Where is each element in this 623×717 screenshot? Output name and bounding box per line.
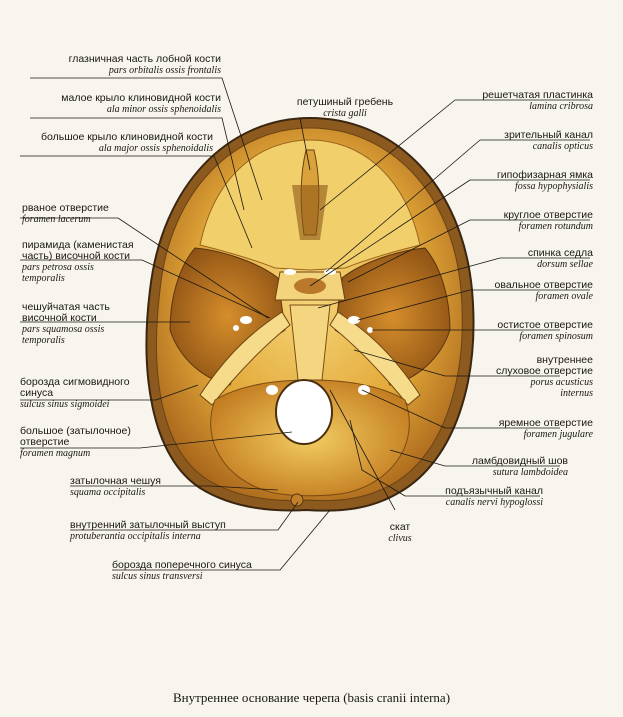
foramen-magnum-shape	[275, 379, 333, 445]
label-foramen-magnum: большое (затылочное)отверстие foramen ma…	[20, 425, 131, 460]
figure-caption: Внутреннее основание черепа (basis crani…	[172, 690, 451, 705]
foramen-spinosum-right-shape	[367, 327, 373, 333]
middle-fossa-right	[334, 247, 451, 386]
cribriform-plate	[292, 185, 328, 240]
petrous-ridge-right	[329, 311, 421, 406]
middle-fossa-left	[169, 247, 286, 386]
foramen-ovale-right-shape	[348, 316, 360, 324]
occipital-protuberance-shape	[290, 493, 304, 507]
foramen-spinosum-left-shape	[233, 325, 239, 331]
optic-canal-left-shape	[284, 269, 296, 275]
foramen-jugulare-right-shape	[358, 385, 370, 395]
foramen-ovale-left-shape	[240, 316, 252, 324]
leader-lines	[20, 77, 590, 571]
foramen-jugulare-left-shape	[266, 385, 278, 395]
petrous-ridge-left	[199, 311, 291, 406]
